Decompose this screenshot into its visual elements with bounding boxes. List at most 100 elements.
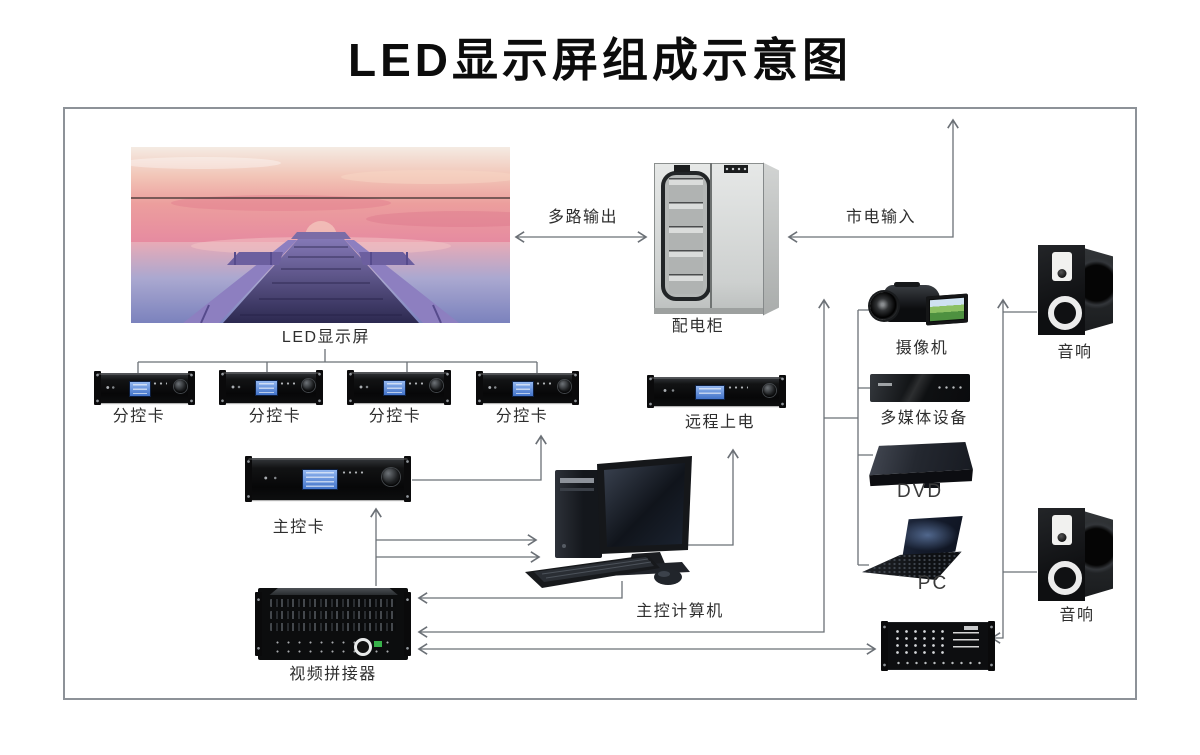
computer-picture: [525, 456, 692, 588]
rack-ear: [572, 371, 579, 405]
camera-flip-screen: [926, 293, 968, 326]
mixer-display: [964, 626, 978, 630]
sub-card-4-label: 分控卡: [495, 408, 549, 425]
rack-ear: [316, 370, 323, 405]
power-cabinet-image: [652, 160, 779, 318]
knob: [430, 379, 444, 393]
button-row: [340, 469, 367, 477]
diagram-title: LED显示屏组成示意图: [348, 34, 852, 86]
multi-output-edge-label: 多路输出: [547, 209, 618, 226]
main-computer-image: [520, 450, 770, 620]
cabinet-door-divider: [710, 163, 712, 311]
pc-label: PC: [917, 573, 949, 594]
lcd-display: [302, 468, 338, 491]
rack-ear: [188, 371, 195, 405]
rack-ear: [255, 592, 262, 656]
green-port: [374, 641, 382, 647]
led-screen-image: [121, 147, 556, 324]
cabinet-door-window: [661, 171, 711, 301]
rack-ear: [245, 456, 252, 502]
rack-ear: [779, 375, 786, 408]
cabinet-buttons: [724, 165, 748, 173]
rack-ear: [404, 592, 411, 656]
cabinet-label-plate: [674, 165, 690, 172]
dvd-top-face: [869, 441, 973, 476]
lcd-display: [255, 380, 278, 397]
main-computer-label: 主控计算机: [636, 603, 724, 620]
main-card-label: 主控卡: [272, 519, 326, 536]
knob: [174, 380, 188, 394]
camera-lens: [870, 292, 898, 320]
power-cabinet-label: 配电柜: [671, 318, 725, 335]
device-logo: [878, 383, 892, 386]
button-row: [727, 385, 749, 390]
camera-label: 摄像机: [895, 340, 949, 357]
speaker-top-image: [1038, 245, 1113, 335]
knob-grid: [893, 628, 945, 656]
remote-power-label: 远程上电: [684, 414, 755, 431]
mixer-image: [881, 621, 995, 671]
sub-card-3-label: 分控卡: [368, 408, 422, 425]
rack-ear: [647, 375, 654, 408]
laptop-screen: [902, 515, 963, 558]
vent-grill: [270, 623, 396, 631]
rack-ear: [347, 370, 354, 405]
rack-ear: [881, 621, 888, 671]
sub-control-card-4: [476, 371, 579, 405]
button-row: [152, 381, 168, 387]
multimedia-device-image: [870, 374, 970, 402]
lcd-display: [129, 380, 152, 397]
knob: [558, 380, 572, 394]
slider-group: [953, 632, 979, 653]
rack-ear: [219, 370, 226, 405]
mains-input-edge-label: 市电输入: [845, 209, 916, 226]
lcd-display: [383, 380, 406, 397]
camera-image: [868, 280, 970, 338]
button-row: [535, 381, 551, 387]
vent-grill: [270, 611, 396, 619]
diagram-border: [63, 107, 1137, 700]
speaker-side: [1080, 247, 1113, 333]
multimedia-label: 多媒体设备: [880, 410, 968, 427]
lcd-display: [511, 380, 535, 397]
round-connector: [354, 638, 372, 656]
knob: [382, 468, 400, 487]
speaker-port-ring: [1047, 296, 1082, 331]
dvd-label: DVD: [896, 481, 944, 502]
knob: [302, 379, 316, 393]
rack-ear: [988, 621, 995, 671]
speaker-badge: [1052, 252, 1073, 281]
dvd-player-image: [866, 441, 974, 490]
speaker-bottom-image: [1038, 508, 1113, 601]
rack-ear: [404, 456, 411, 502]
speaker-top-label: 音响: [1057, 344, 1093, 361]
sub-card-1-label: 分控卡: [112, 408, 166, 425]
main-control-card: [245, 456, 411, 502]
rack-ear: [476, 371, 483, 405]
speaker-port-ring: [1047, 561, 1082, 595]
cabinet-base: [654, 308, 764, 314]
jack-row: [894, 660, 982, 666]
sub-control-card-3: [347, 370, 451, 405]
sub-control-card-1: [94, 371, 195, 405]
speaker-bottom-label: 音响: [1059, 607, 1095, 624]
remote-power-unit: [647, 375, 786, 408]
lcd-display: [695, 384, 726, 400]
vent-grill: [270, 599, 396, 607]
speaker-badge: [1052, 515, 1073, 546]
button-row: [406, 380, 423, 386]
cabinet-side-panel: [763, 162, 779, 316]
knob: [763, 383, 777, 397]
sub-card-2-label: 分控卡: [248, 408, 302, 425]
rack-ear: [94, 371, 101, 405]
led-screen-label: LED显示屏: [281, 329, 371, 346]
dvd-foot: [924, 483, 940, 488]
speaker-side: [1080, 510, 1113, 599]
rack-ear: [444, 370, 451, 405]
video-splicer-label: 视频拼接器: [289, 666, 377, 683]
video-splicer-image: [255, 588, 411, 660]
pc-laptop-image: [862, 514, 968, 580]
button-row: [278, 380, 295, 386]
sub-control-card-2: [219, 370, 323, 405]
